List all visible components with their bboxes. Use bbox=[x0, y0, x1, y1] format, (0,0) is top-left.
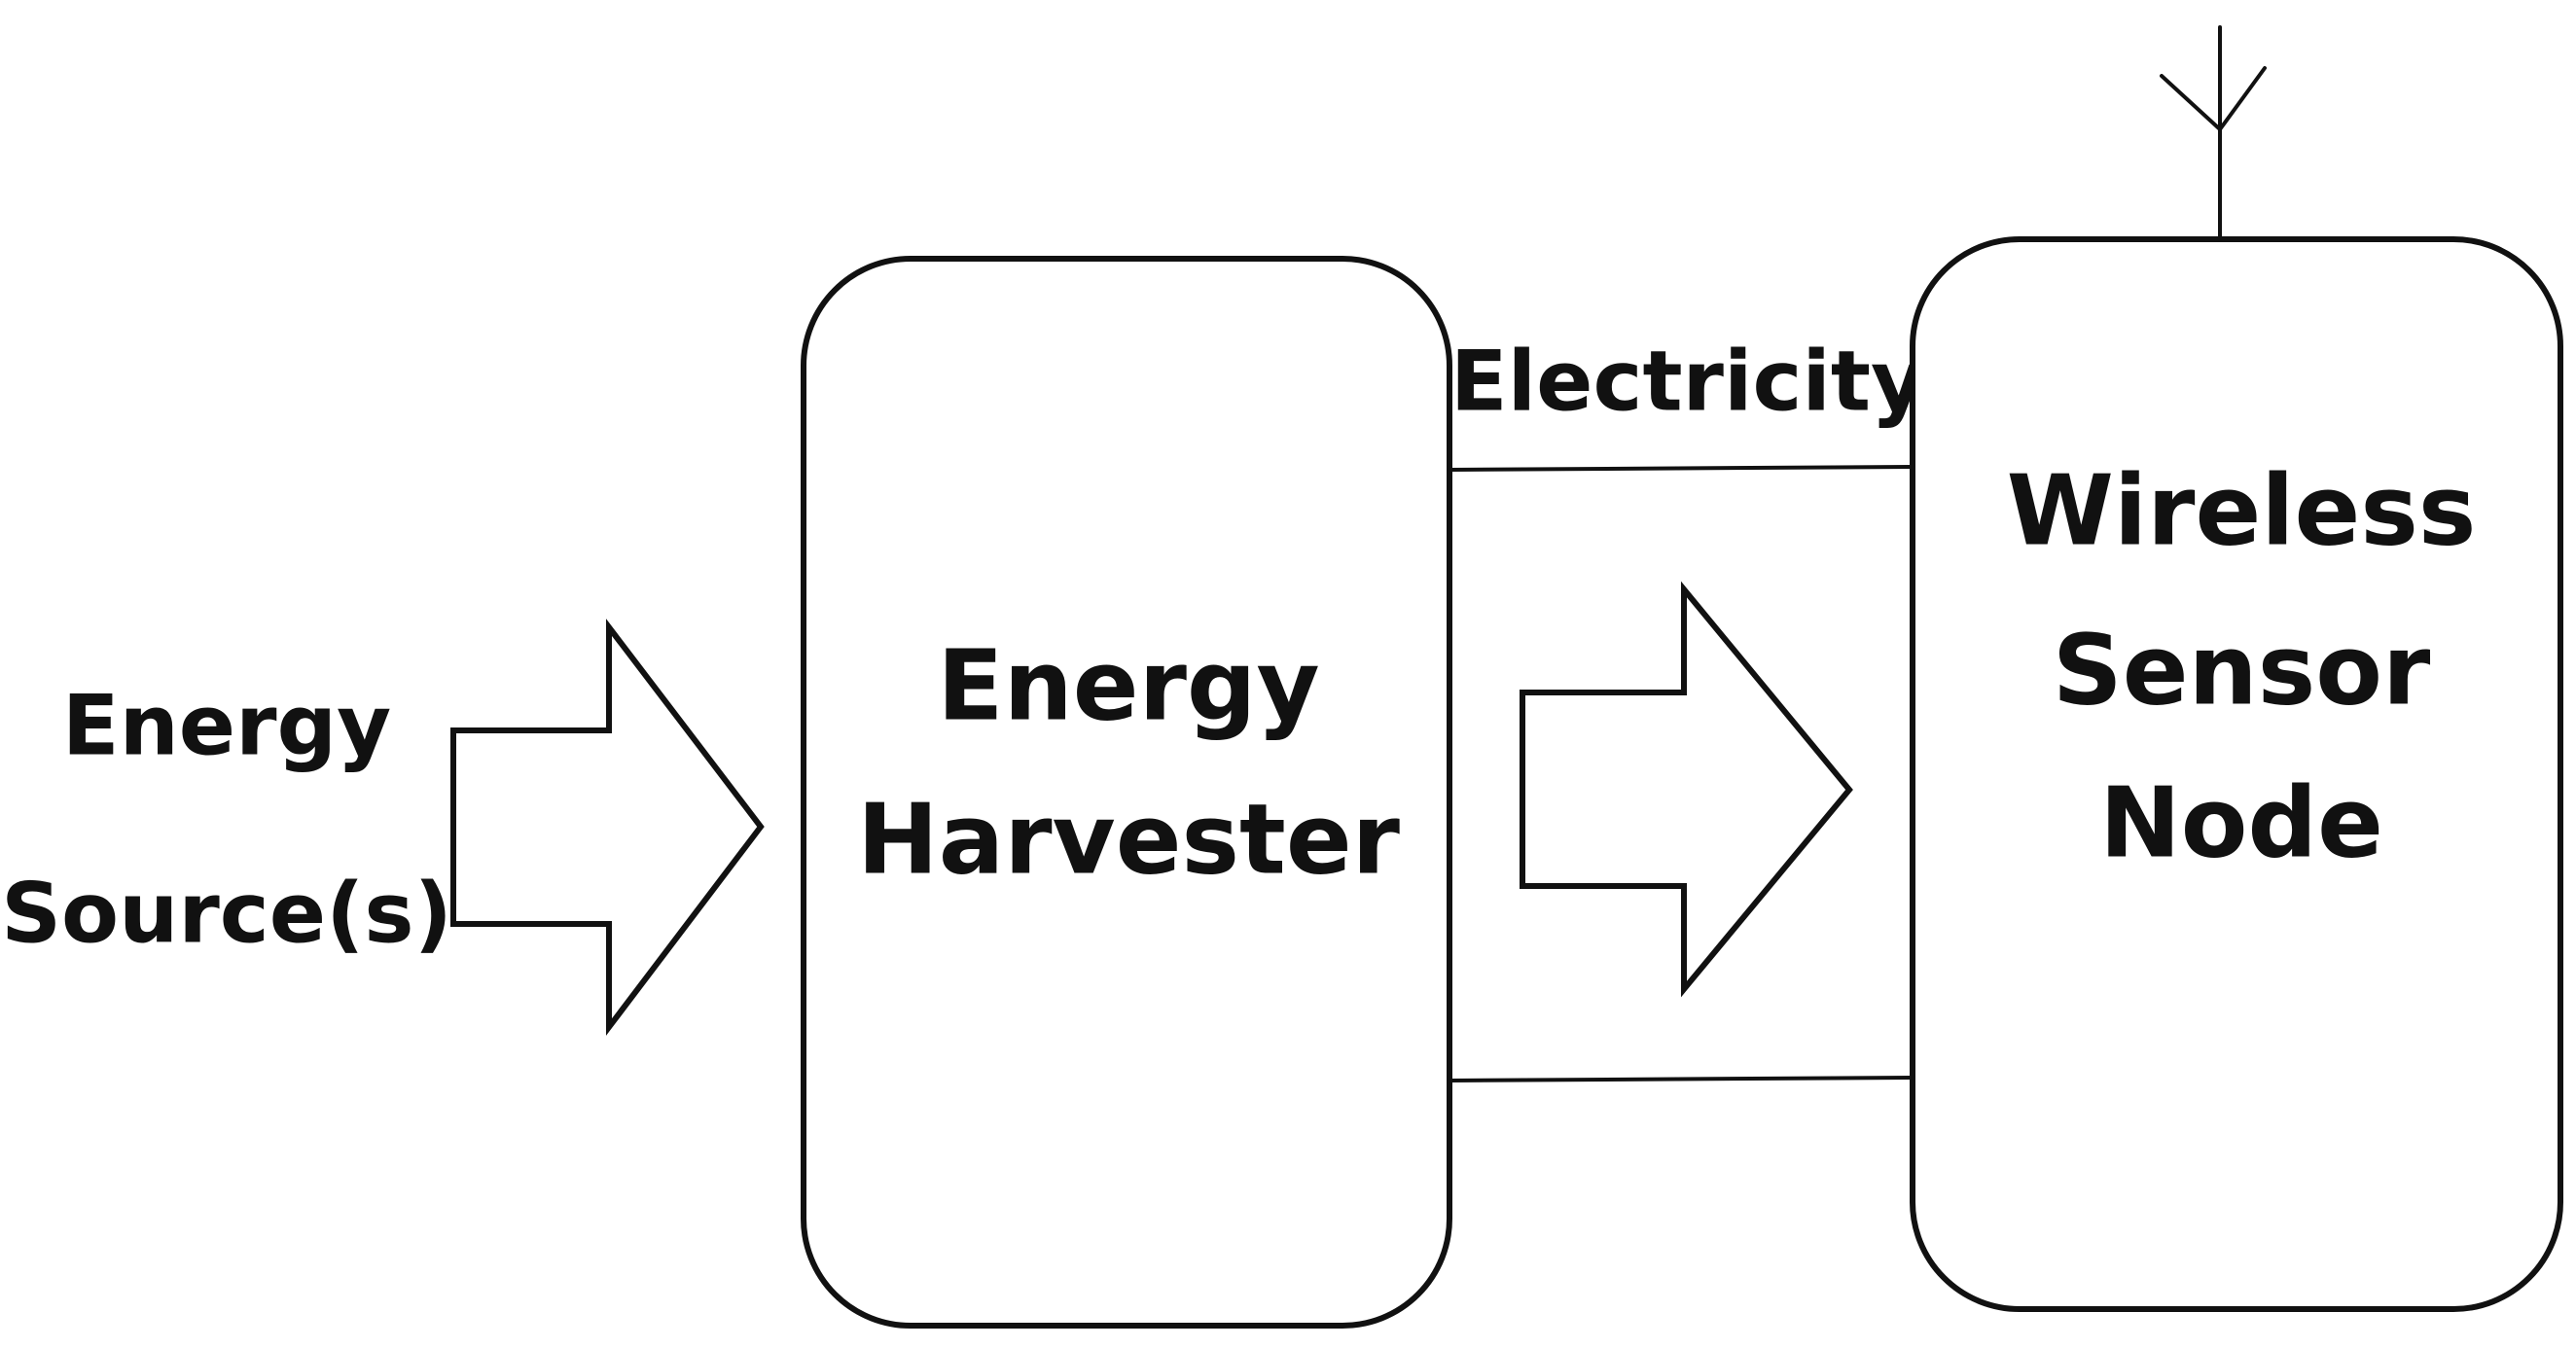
energy-source-label: Energy Source(s) bbox=[1, 677, 452, 962]
energy-source-line2: Source(s) bbox=[1, 865, 452, 962]
energy-harvester-line1: Energy bbox=[937, 628, 1319, 742]
energy-harvester-box bbox=[801, 256, 1452, 1329]
wireless-sensor-node-line1: Wireless bbox=[2007, 453, 2477, 567]
energy-harvester-label: Energy Harvester bbox=[857, 628, 1401, 896]
energy-source-line1: Energy bbox=[62, 677, 391, 774]
antenna-icon bbox=[2160, 25, 2267, 241]
electricity-wire-top bbox=[1448, 465, 1914, 472]
energy-harvester-line2: Harvester bbox=[857, 782, 1401, 896]
wireless-sensor-node-line2: Sensor bbox=[2053, 613, 2431, 727]
wireless-sensor-node-line3: Node bbox=[2099, 765, 2383, 879]
input-arrow-icon bbox=[450, 619, 765, 1036]
electricity-label: Electricity bbox=[1450, 333, 1925, 430]
wireless-sensor-node-box bbox=[1910, 236, 2563, 1312]
wireless-sensor-node-label: Wireless Sensor Node bbox=[2007, 453, 2477, 879]
output-arrow-icon bbox=[1520, 581, 1853, 998]
electricity-wire-bottom bbox=[1448, 1076, 1914, 1082]
